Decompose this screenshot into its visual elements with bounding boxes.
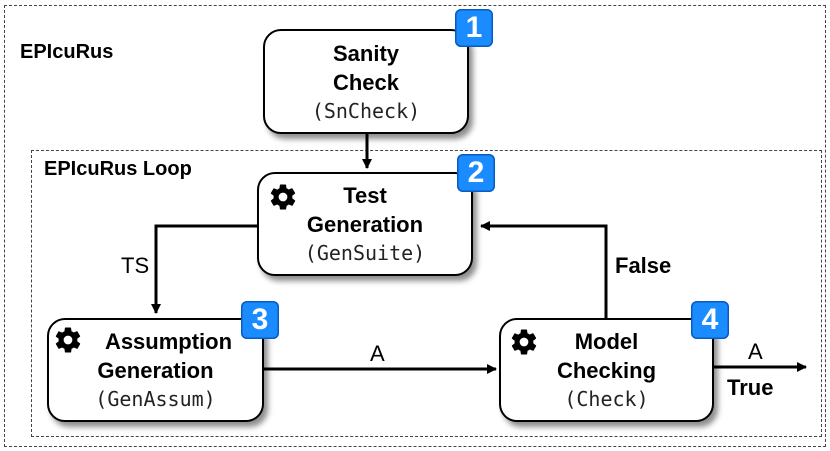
edge-label-false: False	[615, 253, 672, 278]
assumption-title-line2: Generation	[97, 358, 214, 383]
edge-label-a-out: A	[748, 339, 763, 364]
sanity-check-box: Sanity Check (SnCheck)	[263, 29, 469, 134]
gear-icon	[270, 184, 296, 210]
assumption-generation-box: Assumption Generation (GenAssum)	[47, 318, 264, 422]
testgen-title-line2: Generation	[306, 212, 424, 237]
badge-4: 4	[691, 301, 729, 339]
gear-icon	[511, 329, 537, 355]
badge-3: 3	[241, 301, 279, 339]
outer-frame-label: EPIcuRus	[20, 41, 114, 63]
model-code: (Check)	[564, 387, 649, 411]
testgen-code: (GenSuite)	[304, 241, 426, 265]
loop-frame	[31, 150, 822, 437]
gear-icon	[55, 327, 81, 353]
badge-2: 2	[457, 154, 495, 192]
sanity-code: (SnCheck)	[311, 98, 421, 123]
sanity-title-line2: Check	[332, 69, 400, 95]
edge-label-a-mid: A	[370, 341, 385, 366]
outer-frame	[4, 5, 826, 447]
sanity-title-line1: Sanity	[332, 40, 400, 66]
loop-frame-label: EPIcuRus Loop	[44, 158, 192, 180]
model-checking-box: Model Checking (Check)	[499, 318, 714, 422]
testgen-title-line1: Test	[343, 183, 387, 208]
test-generation-box: Test Generation (GenSuite)	[257, 172, 473, 276]
arrow-model-to-testgen	[480, 221, 608, 318]
model-title-line2: Checking	[556, 358, 657, 383]
edge-label-true: True	[727, 375, 774, 400]
arrow-testgen-to-assumption	[151, 224, 257, 314]
model-title-line1: Model	[574, 329, 639, 354]
badge-1: 1	[455, 9, 493, 47]
assumption-code: (GenAssum)	[95, 387, 216, 411]
assumption-title-line1: Assumption	[104, 329, 233, 354]
edge-label-ts: TS	[121, 253, 150, 278]
